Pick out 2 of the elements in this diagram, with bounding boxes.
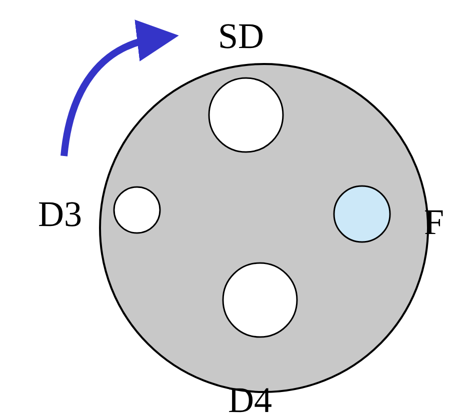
part-label: D3 xyxy=(38,196,82,232)
part-label: SD xyxy=(218,18,264,54)
